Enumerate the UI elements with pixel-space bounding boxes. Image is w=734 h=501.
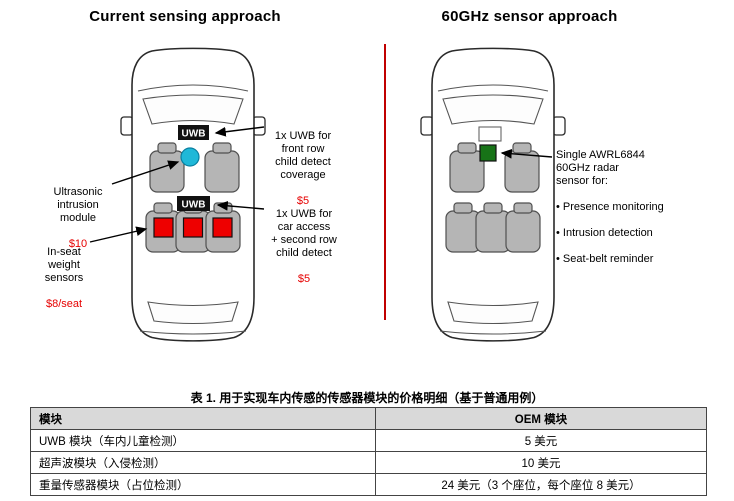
- col-header-oem: OEM 模块: [375, 407, 707, 430]
- col-header-module: 模块: [30, 407, 376, 430]
- cell-module-name: 超声波模块（入侵检测）: [30, 451, 376, 474]
- annotation-weight-sensors: In-seat weight sensors $8/seat: [26, 233, 102, 324]
- radar-sensor-awrl6844: [479, 144, 497, 162]
- windshield: [142, 94, 244, 125]
- overhead-console: [478, 126, 502, 142]
- right-panel-title: 60GHz sensor approach: [441, 8, 618, 25]
- table-row-uwb: UWB 模块（车内儿童检测） 5 美元: [30, 429, 707, 452]
- annotation-radar: Single AWRL6844 60GHz radar sensor for: …: [556, 136, 706, 279]
- rear-window: [147, 301, 239, 325]
- bullet-seatbelt-reminder: • Seat-belt reminder: [556, 253, 654, 265]
- annotation-text: 1x UWB for front row child detect covera…: [274, 130, 332, 181]
- uwb-module-front: [178, 125, 209, 140]
- annotation-second-uwb: 1x UWB for car access + second row child…: [258, 195, 350, 299]
- annotation-price: $5: [297, 273, 311, 285]
- hood-line: [137, 84, 249, 92]
- annotation-front-uwb: 1x UWB for front row child detect covera…: [258, 117, 348, 221]
- cell-module-price: 10 美元: [375, 451, 707, 474]
- car-top-view-current: UWB UWB: [120, 47, 266, 342]
- uwb-front-label: UWB: [182, 129, 206, 140]
- red-divider: [384, 44, 386, 320]
- weight-sensor-right: [212, 217, 233, 238]
- uwb-module-second: [177, 196, 210, 211]
- weight-sensor-left: [153, 217, 174, 238]
- bullet-intrusion-detection: • Intrusion detection: [556, 227, 653, 239]
- table-caption: 表 1. 用于实现车内传感的传感器模块的价格明细（基于普通用例）: [190, 391, 544, 405]
- annotation-text: 1x UWB for car access + second row child…: [271, 208, 337, 259]
- cell-module-name: UWB 模块（车内儿童检测）: [30, 429, 376, 452]
- table-row-ultrasonic: 超声波模块（入侵检测） 10 美元: [30, 451, 707, 474]
- hood-line: [437, 84, 549, 92]
- uwb-second-label: UWB: [182, 200, 206, 211]
- rear-line: [139, 330, 247, 335]
- bullet-presence-monitoring: • Presence monitoring: [556, 201, 664, 213]
- annotation-ultrasonic: Ultrasonic intrusion module $10: [38, 173, 118, 264]
- annotation-price: $8/seat: [45, 298, 83, 310]
- weight-sensor-middle: [182, 217, 204, 238]
- rear-window: [447, 301, 539, 325]
- cell-module-price: 24 美元（3 个座位，每个座位 8 美元）: [375, 473, 707, 496]
- table-header-row: 模块 OEM 模块: [30, 407, 707, 430]
- cell-module-name: 重量传感器模块（占位检测）: [30, 473, 376, 496]
- annotation-text: Ultrasonic intrusion module: [53, 186, 103, 224]
- annotation-price: $5: [296, 195, 310, 207]
- rear-line: [439, 330, 547, 335]
- annotation-text: In-seat weight sensors: [44, 246, 84, 284]
- car-body-outline: [131, 47, 255, 342]
- annotation-price: $10: [68, 238, 88, 250]
- ultrasonic-intrusion-sensor: [180, 147, 200, 167]
- windshield: [442, 94, 544, 125]
- annotation-heading: Single AWRL6844 60GHz radar sensor for:: [556, 149, 645, 187]
- cell-module-price: 5 美元: [375, 429, 707, 452]
- car-top-view-60ghz: [420, 47, 566, 342]
- table-row-weight: 重量传感器模块（占位检测） 24 美元（3 个座位，每个座位 8 美元）: [30, 473, 707, 496]
- side-mirror-left: [120, 116, 134, 136]
- left-panel-title: Current sensing approach: [89, 8, 281, 25]
- car-body-outline: [431, 47, 555, 342]
- price-table: 模块 OEM 模块 UWB 模块（车内儿童检测） 5 美元 超声波模块（入侵检测…: [30, 407, 707, 496]
